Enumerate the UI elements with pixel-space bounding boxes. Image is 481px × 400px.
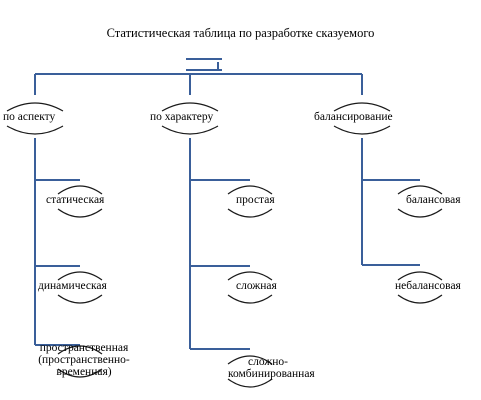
branch-aspect-arc-bottom <box>6 125 64 135</box>
node-balanced-arc-top <box>397 185 443 195</box>
node-simple-arc-bottom <box>227 208 273 218</box>
branch-balancing-arc-top <box>333 102 391 112</box>
node-complex-combined: сложно-комбинированная <box>228 356 315 380</box>
branch-balancing: балансирование <box>314 111 393 123</box>
node-static-arc-bottom <box>57 208 103 218</box>
node-complex-arc-top <box>227 271 273 281</box>
branch-character-arc-top <box>161 102 219 112</box>
node-static: статическая <box>46 194 105 206</box>
node-simple-arc-top <box>227 185 273 195</box>
branch-aspect-arc-top <box>6 102 64 112</box>
node-dynamic-arc-bottom <box>57 294 103 304</box>
node-static-arc-top <box>57 185 103 195</box>
branch-balancing-arc-bottom <box>333 125 391 135</box>
node-spatial-text: пространственная (пространственно-времен… <box>38 342 130 378</box>
node-unbalanced: небалансовая <box>395 280 461 292</box>
branch-character-arc-bottom <box>161 125 219 135</box>
node-simple: простая <box>236 194 275 206</box>
node-dynamic-arc-top <box>57 271 103 281</box>
node-spatial-arc-top <box>57 345 103 355</box>
node-complex: сложная <box>236 280 277 292</box>
node-unbalanced-arc-top <box>397 271 443 281</box>
diagram-title: Статистическая таблица по разработке ска… <box>106 26 375 40</box>
node-spatial-arc-bottom <box>57 368 103 378</box>
node-complex-combined-arc-bottom <box>227 378 273 388</box>
root-stem <box>186 62 222 71</box>
branch-aspect: по аспекту <box>3 111 56 123</box>
branch-character: по характеру <box>150 111 214 123</box>
node-spatial: пространственная (пространственно-времен… <box>14 342 154 378</box>
node-balanced-arc-bottom <box>397 208 443 218</box>
connector-lines <box>34 58 420 350</box>
node-dynamic: динамическая <box>38 280 107 292</box>
node-complex-arc-bottom <box>227 294 273 304</box>
node-complex-combined-arc-top <box>227 355 273 365</box>
node-arcs <box>6 102 443 388</box>
node-complex-combined-text: сложно-комбинированная <box>228 356 315 380</box>
node-unbalanced-arc-bottom <box>397 294 443 304</box>
node-balanced: балансовая <box>406 194 461 206</box>
